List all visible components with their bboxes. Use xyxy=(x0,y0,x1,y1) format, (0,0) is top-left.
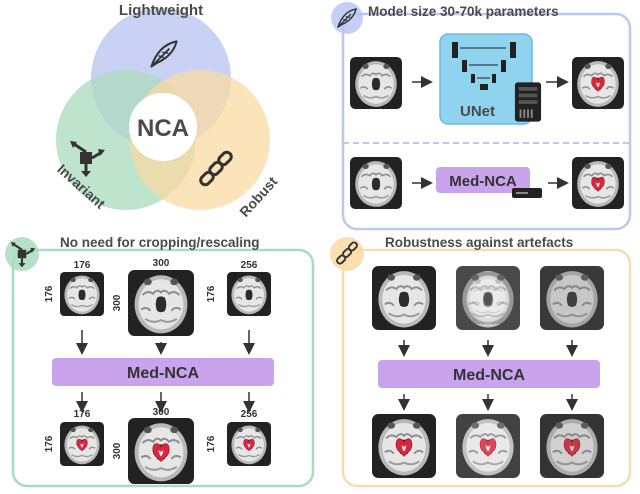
dim-label: 176 xyxy=(44,435,55,452)
dim-label: 176 xyxy=(206,435,217,452)
cropping-panel: No need for cropping/rescaling 176 176 3… xyxy=(5,235,315,488)
output-mri-segmentation xyxy=(572,57,624,109)
unet-label: UNet xyxy=(460,103,495,120)
dim-label: 176 xyxy=(74,409,91,420)
small-device-icon xyxy=(512,188,542,198)
robustness-badge xyxy=(330,237,364,271)
input-mri-clean xyxy=(372,266,436,330)
robustness-title: Robustness against artefacts xyxy=(385,235,573,250)
dim-label: 300 xyxy=(153,407,170,418)
input-mri-300 xyxy=(128,270,194,336)
dim-label: 176 xyxy=(74,260,91,271)
input-mri-176 xyxy=(60,272,104,316)
venn-diagram: NCA Lightweight Invariant Robust xyxy=(54,2,280,220)
mednca-block xyxy=(52,358,274,386)
mednca-label: Med-NCA xyxy=(449,173,517,190)
output-mri-256x176 xyxy=(227,422,271,466)
output-mri-segmentation xyxy=(572,157,624,209)
robustness-panel: Robustness against artefacts Med-NCA xyxy=(330,235,632,488)
venn-center-nca xyxy=(129,93,197,161)
mednca-label: Med-NCA xyxy=(127,365,199,382)
unet-block: UNet xyxy=(439,33,533,125)
input-mri-noise xyxy=(540,266,604,330)
server-icon xyxy=(514,82,542,122)
output-mri-noise xyxy=(540,414,604,478)
input-mri-ghosting xyxy=(456,266,520,330)
dim-label: 176 xyxy=(206,285,217,302)
output-mri-clean xyxy=(372,414,436,478)
cropping-title: No need for cropping/rescaling xyxy=(60,235,260,250)
venn-label-lightweight: Lightweight xyxy=(119,2,203,19)
dim-label: 256 xyxy=(241,260,258,271)
model-size-title: Model size 30-70k parameters xyxy=(368,4,559,19)
dim-label: 300 xyxy=(112,294,123,311)
dim-label: 300 xyxy=(112,442,123,459)
input-mri-256x176 xyxy=(226,272,272,316)
mednca-block xyxy=(436,167,530,193)
dim-label: 176 xyxy=(44,285,55,302)
dim-label: 256 xyxy=(241,409,258,420)
output-mri-300 xyxy=(128,418,194,484)
model-size-panel: Model size 30-70k parameters UNet Med-NC… xyxy=(331,2,632,231)
mednca-label: Med-NCA xyxy=(453,367,525,384)
mednca-block xyxy=(378,360,600,388)
dim-label: 300 xyxy=(153,258,170,269)
output-mri-176 xyxy=(60,422,104,466)
input-mri xyxy=(350,157,402,209)
venn-center-label: NCA xyxy=(137,115,189,142)
input-mri xyxy=(350,57,402,109)
output-mri-ghosting xyxy=(456,414,520,478)
